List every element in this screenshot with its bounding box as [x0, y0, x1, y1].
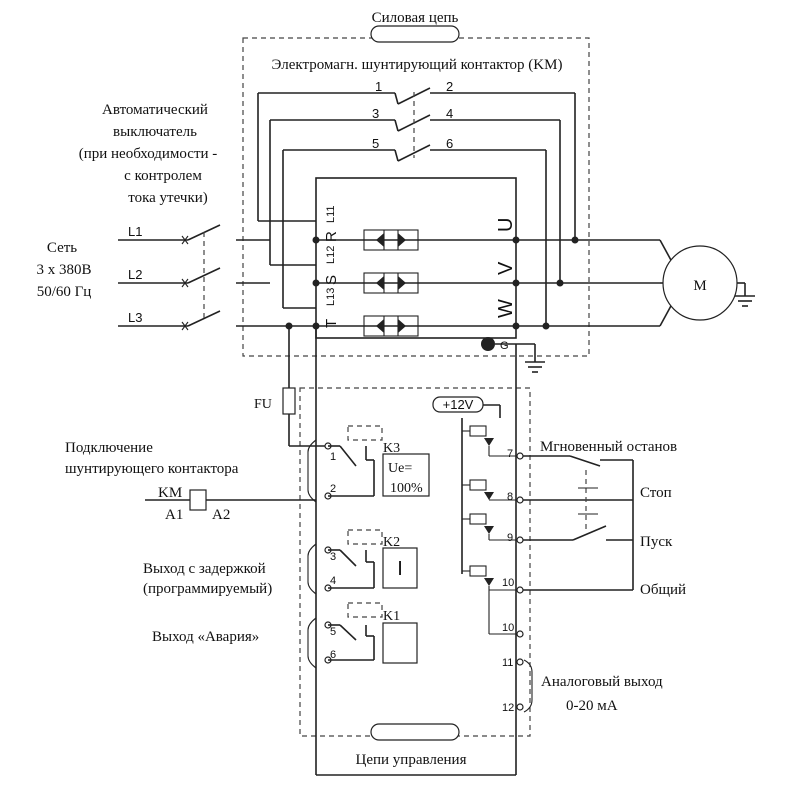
bypass-contactor-title: Электромагн. шунтирующий контактор (KM): [272, 57, 563, 73]
mains-lines: [118, 224, 316, 331]
svg-text:3 x 380B: 3 x 380B: [36, 262, 91, 278]
terminal-12: 12: [502, 702, 514, 714]
terminal-10-extra: 10: [502, 622, 514, 634]
relay-k3-note-2: 100%: [390, 481, 423, 496]
input-emergency-stop: Мгновенный останов: [540, 439, 677, 455]
junction-dots: [285, 236, 579, 330]
svg-text:Сеть: Сеть: [47, 240, 77, 256]
relay-k3-t1: 1: [330, 451, 336, 463]
fault-output-label: Выход «Авария»: [152, 629, 259, 645]
svg-text:50/60 Гц: 50/60 Гц: [37, 284, 92, 300]
relay-k1-name: K1: [383, 609, 400, 624]
svg-text:Выход с задержкой: Выход с задержкой: [143, 561, 266, 577]
relay-k3-note-1: Ue=: [388, 461, 412, 476]
breaker-label: Автоматический выключатель (при необходи…: [79, 102, 218, 206]
relay-k2-t2: 4: [330, 575, 336, 587]
terminal-w: W: [495, 299, 517, 318]
svg-text:шунтирующего контактора: шунтирующего контактора: [65, 461, 239, 477]
input-stop: Стоп: [640, 485, 672, 501]
motor-ground-icon: [735, 282, 755, 307]
analog-output: [516, 658, 533, 713]
svg-text:с контролем: с контролем: [124, 168, 202, 184]
power-capsule: [370, 25, 460, 43]
relay-k2-t1: 3: [330, 551, 336, 563]
km-coil-a1: A1: [165, 507, 183, 523]
relay-k2: [307, 529, 418, 595]
contact-1: 1: [375, 79, 382, 94]
input-start: Пуск: [640, 534, 673, 550]
bypass-connection-label: Подключение шунтирующего контактора: [65, 440, 239, 477]
fuse-circuit: [282, 326, 517, 776]
digital-inputs: [432, 396, 634, 638]
svg-text:Аналоговый выход: Аналоговый выход: [541, 674, 663, 690]
relay-k2-symbol: I: [397, 558, 403, 580]
phase-l3: L3: [128, 310, 142, 325]
terminal-r: R: [323, 231, 340, 242]
power-circuit-title: Силовая цепь: [372, 10, 459, 26]
terminal-11: 11: [502, 657, 513, 669]
terminal-7: 7: [507, 448, 513, 460]
contact-6: 6: [446, 136, 453, 151]
terminal-s-sub: L12: [325, 246, 337, 264]
km-coil: [145, 489, 316, 511]
relay-k1-t1: 5: [330, 626, 336, 638]
svg-text:0-20 мА: 0-20 мА: [566, 698, 618, 714]
relay-k1-t2: 6: [330, 649, 336, 661]
terminal-8: 8: [507, 491, 513, 503]
relay-k3-t2: 2: [330, 483, 336, 495]
motor-leads: [516, 239, 673, 327]
control-capsule: [370, 723, 460, 741]
motor-label: M: [693, 278, 706, 294]
km-coil-a2: A2: [212, 507, 230, 523]
svg-text:тока утечки): тока утечки): [128, 190, 208, 206]
relay-k3-name: K3: [383, 441, 400, 456]
relay-k3: [307, 425, 430, 503]
contact-5: 5: [372, 136, 379, 151]
terminal-u: U: [495, 218, 517, 232]
soft-starter-unit: [315, 177, 517, 339]
ground-terminal-label: G: [500, 340, 509, 352]
contact-3: 3: [372, 106, 379, 121]
input-common: Общий: [640, 582, 686, 598]
svg-text:Подключение: Подключение: [65, 440, 153, 456]
thyristor-modules: [316, 229, 516, 337]
starter-ground-icon: [481, 337, 545, 373]
analog-output-label: Аналоговый выход 0-20 мА: [541, 674, 663, 714]
contact-2: 2: [446, 79, 453, 94]
phase-l1: L1: [128, 224, 142, 239]
svg-text:(программируемый): (программируемый): [143, 581, 272, 597]
fuse-label: FU: [254, 397, 272, 412]
terminal-t-sub: L13: [325, 288, 337, 306]
phase-l2: L2: [128, 267, 142, 282]
terminal-r-sub: L11: [325, 205, 337, 223]
terminal-t: T: [323, 319, 340, 328]
delay-output-label: Выход с задержкой (программируемый): [143, 561, 272, 597]
control-circuits-title: Цепи управления: [356, 752, 467, 768]
mains-label: Сеть 3 x 380B 50/60 Гц: [36, 240, 91, 300]
contact-4: 4: [446, 106, 453, 121]
svg-text:(при необходимости -: (при необходимости -: [79, 146, 218, 162]
terminal-9: 9: [507, 532, 513, 544]
bypass-wiring: [257, 87, 576, 326]
terminal-v: V: [495, 261, 517, 275]
svg-text:выключатель: выключатель: [113, 124, 197, 140]
terminal-10: 10: [502, 577, 514, 589]
relay-k1: [307, 602, 418, 669]
terminal-s: S: [323, 275, 340, 285]
km-coil-name: KM: [158, 485, 182, 501]
relay-k2-name: K2: [383, 535, 400, 550]
supply-label: +12V: [443, 397, 474, 412]
svg-text:Автоматический: Автоматический: [102, 102, 208, 118]
